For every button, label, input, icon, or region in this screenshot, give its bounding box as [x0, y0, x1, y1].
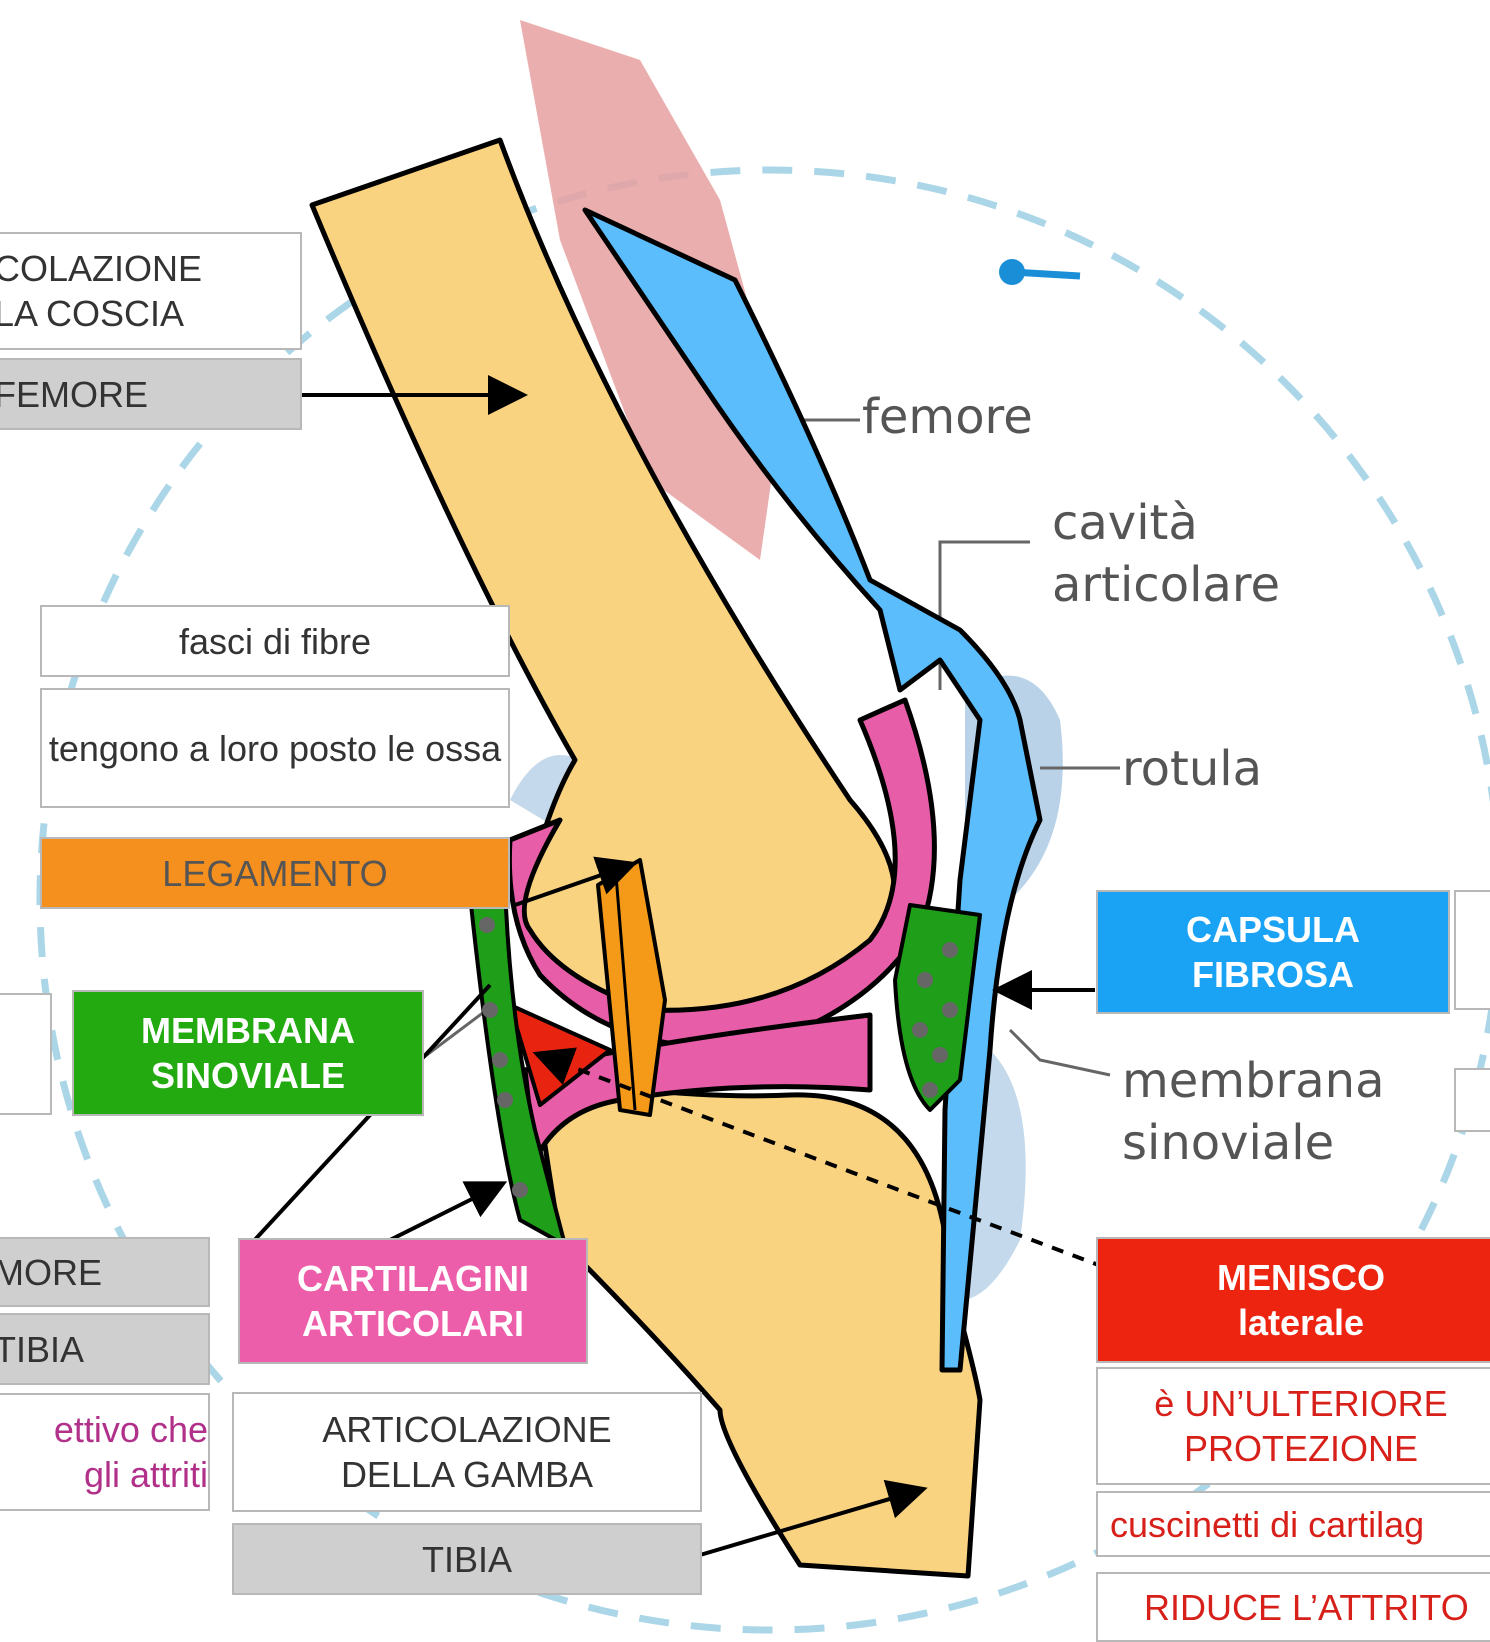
- label-menisco-laterale: MENISCO laterale: [1096, 1237, 1490, 1363]
- label-ulteriore-protezione: è UN’ULTERIORE PROTEZIONE: [1096, 1367, 1490, 1485]
- label-legamento: LEGAMENTO: [40, 837, 510, 909]
- label-fasci-di-fibre: fasci di fibre: [40, 605, 510, 677]
- label-articolazione-gamba: ARTICOLAZIONE DELLA GAMBA: [232, 1392, 702, 1512]
- background-dot-line: [1012, 272, 1080, 276]
- label-membrana-sinoviale: MEMBRANA SINOVIALE: [72, 990, 424, 1116]
- background-leader-membrana: [1010, 1030, 1110, 1075]
- label-ettivo: ettivo che gli attriti: [0, 1393, 210, 1511]
- label-empty-right-2: [1454, 1068, 1490, 1132]
- label-tengono: tengono a loro posto le ossa: [40, 688, 510, 808]
- label-empty-right-1: [1454, 890, 1490, 1010]
- label-articolazione-coscia: COLAZIONE LA COSCIA: [0, 232, 302, 350]
- label-femore: FEMORE: [0, 358, 302, 430]
- source-label-membrana: membrana sinoviale: [1122, 1050, 1422, 1175]
- source-label-rotula: rotula: [1122, 738, 1262, 800]
- label-tibia: TIBIA: [232, 1523, 702, 1595]
- arrow-cartilagini: [380, 1185, 500, 1245]
- label-empty-left: [0, 993, 52, 1115]
- label-cuscinetti: cuscinetti di cartilag: [1096, 1491, 1490, 1557]
- label-tibia-small: TIBIA: [0, 1313, 210, 1385]
- label-cartilagini-articolari: CARTILAGINI ARTICOLARI: [238, 1238, 588, 1364]
- label-more: MORE: [0, 1237, 210, 1307]
- source-label-cavita: cavità articolare: [1052, 492, 1272, 617]
- label-riduce-attrito: RIDUCE L’ATTRITO: [1096, 1572, 1490, 1642]
- source-label-femore: femore: [862, 386, 1033, 448]
- label-capsula-fibrosa: CAPSULA FIBROSA: [1096, 890, 1450, 1014]
